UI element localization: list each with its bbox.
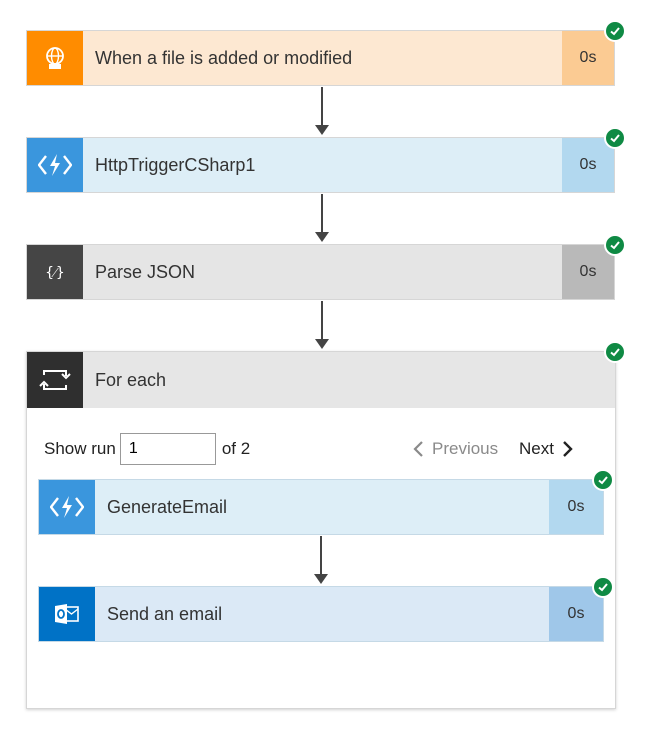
action-duration: 0s — [549, 480, 603, 534]
step-label: When a file is added or modified — [95, 47, 353, 68]
chevron-left-icon — [413, 441, 423, 457]
loop-icon — [39, 370, 71, 390]
action-generate-email[interactable]: GenerateEmail 0s — [38, 479, 604, 535]
icon-container — [27, 138, 83, 192]
for-each-label: For each — [95, 369, 167, 390]
success-check-icon — [592, 576, 614, 598]
svg-text:{⁄}: {⁄} — [45, 265, 64, 281]
action-send-email[interactable]: Send an email 0s — [38, 586, 604, 642]
step-http-trigger[interactable]: HttpTriggerCSharp1 0s — [26, 137, 615, 193]
success-check-icon — [592, 469, 614, 491]
step-parse-json[interactable]: {⁄} Parse JSON 0s — [26, 244, 615, 300]
connector-arrow — [315, 87, 329, 135]
step-file-added-trigger[interactable]: When a file is added or modified 0s — [26, 30, 615, 86]
for-each-header[interactable]: For each — [27, 352, 615, 408]
next-label: Next — [519, 439, 554, 458]
connector-arrow — [315, 301, 329, 349]
step-duration: 0s — [562, 31, 614, 85]
step-duration: 0s — [562, 245, 614, 299]
azure-function-icon — [50, 496, 84, 518]
success-check-icon — [604, 341, 626, 363]
run-total-label: of 2 — [221, 439, 251, 458]
action-label: Send an email — [107, 603, 223, 624]
azure-function-icon — [38, 154, 72, 176]
connector-arrow — [315, 194, 329, 242]
success-check-icon — [604, 20, 626, 42]
icon-container — [27, 352, 83, 408]
show-run-label: Show run — [44, 439, 116, 458]
action-label: GenerateEmail — [107, 496, 228, 517]
chevron-right-icon — [563, 441, 573, 457]
success-check-icon — [604, 234, 626, 256]
next-button[interactable]: Next — [519, 432, 574, 466]
step-label: Parse JSON — [95, 261, 196, 282]
success-check-icon — [604, 127, 626, 149]
previous-label: Previous — [432, 439, 499, 458]
icon-container: {⁄} — [27, 245, 83, 299]
connector-arrow — [314, 536, 328, 584]
step-label: HttpTriggerCSharp1 — [95, 154, 256, 175]
run-pager: Show run of 2 — [44, 432, 250, 466]
sharepoint-icon — [46, 47, 64, 69]
run-number-input[interactable] — [119, 433, 216, 465]
data-operation-icon: {⁄} — [45, 265, 64, 281]
step-duration: 0s — [562, 138, 614, 192]
previous-button[interactable]: Previous — [412, 432, 498, 466]
outlook-icon — [55, 604, 79, 624]
icon-container — [39, 587, 95, 641]
action-duration: 0s — [549, 587, 603, 641]
icon-container — [27, 31, 83, 85]
icon-container — [39, 480, 95, 534]
